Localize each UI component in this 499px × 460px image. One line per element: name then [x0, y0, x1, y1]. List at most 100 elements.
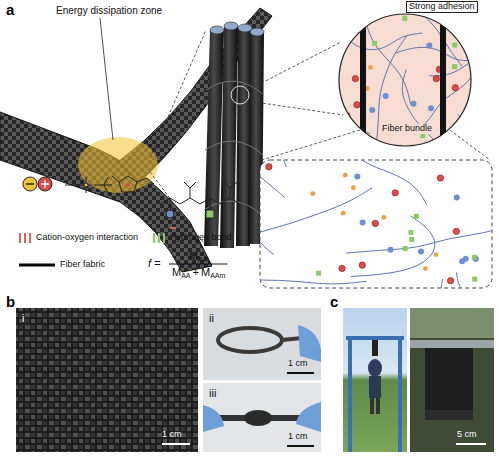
figure-part: [472, 255, 477, 260]
fiber-line: [19, 263, 55, 266]
network-marker: [414, 214, 419, 219]
figure-part: [352, 133, 357, 138]
figure-part: [296, 402, 321, 432]
network-marker: [388, 247, 394, 253]
network-marker: [381, 215, 386, 220]
figure-part: [398, 338, 402, 452]
figure-part: [372, 340, 378, 356]
figure-part: [248, 42, 341, 90]
swatch-bar: [153, 233, 155, 243]
panel-letter: b: [6, 294, 15, 311]
swatch-bar: [19, 233, 21, 243]
figure-part: [287, 372, 314, 374]
figure-part: [372, 41, 377, 46]
polymer-chain: [260, 160, 285, 198]
figure-part: [388, 247, 394, 253]
legend-text: Cation-oxygen interaction: [36, 233, 138, 243]
figure-part: [190, 188, 191, 198]
polymer-chain: [346, 224, 492, 253]
network-marker: [472, 255, 477, 260]
polymer-chain: [396, 47, 497, 60]
figure-part: [383, 93, 389, 99]
figure-part: [250, 28, 264, 36]
network-marker: [369, 107, 375, 113]
swatch-bar: [29, 233, 31, 243]
figure-part: [231, 86, 249, 104]
formula-term: M: [172, 266, 181, 278]
network-marker: [447, 277, 453, 283]
figure-part: [206, 210, 214, 218]
legend-entry: Cation-oxygen interaction: [18, 232, 138, 244]
figure-part: [360, 10, 446, 150]
figure-part: [86, 187, 87, 193]
figure-part: [368, 65, 373, 70]
figure-part: [220, 26, 238, 248]
figure-part: [150, 30, 206, 158]
figure-part: [346, 336, 404, 340]
figure-part: [84, 183, 88, 187]
polymer-chain: [260, 280, 367, 288]
figure-part: [104, 185, 112, 186]
part-label: Fiber bundle: [380, 124, 434, 134]
polymer-chain: [458, 108, 499, 142]
panel-letter: a: [6, 2, 14, 19]
figure-part: [170, 227, 176, 229]
figure-part: [410, 101, 416, 107]
figure-part: [456, 443, 486, 445]
network-marker: [352, 75, 358, 81]
formula-subscript: AA: [181, 272, 190, 280]
photo-b-ii: [203, 308, 321, 380]
figure-part: [104, 177, 108, 185]
legend-entry: Hydrogen bond: [152, 232, 232, 244]
fabric-illustration: [0, 8, 272, 272]
figure-part: [368, 359, 382, 377]
scale-label: 1 cm: [288, 359, 308, 369]
polymer-chain: [429, 53, 499, 76]
figure-part: [26, 183, 34, 185]
figure-part: [402, 16, 407, 21]
polymer-chain: [415, 53, 481, 135]
figure-part: [339, 14, 471, 146]
network-marker: [368, 65, 373, 70]
figure-part: [94, 185, 104, 186]
figure-part: [126, 183, 130, 187]
network-marker: [418, 249, 424, 255]
network-marker: [354, 174, 360, 180]
figure-part: [230, 182, 237, 188]
figure-part: [147, 178, 154, 184]
network-marker: [372, 41, 377, 46]
scale-label: 5 cm: [457, 430, 477, 440]
figure-part: [339, 14, 471, 146]
figure-part: [410, 308, 494, 452]
figure-part: [203, 405, 224, 432]
figure-part: [260, 160, 492, 288]
figure-part: [119, 176, 137, 192]
network-marker: [310, 191, 315, 196]
figure-part: [420, 133, 425, 138]
network-marker: [361, 139, 367, 145]
figure-part: [452, 43, 457, 48]
network-marker: [352, 133, 357, 138]
figure-part: [370, 398, 374, 414]
network-marker: [437, 175, 443, 181]
figure-part: [425, 410, 473, 420]
figure-part: [452, 64, 457, 69]
sub-panel-label: ii: [209, 312, 214, 324]
swatch-bar: [163, 233, 165, 243]
formula-term: M: [189, 250, 198, 262]
figure-part: [287, 445, 314, 447]
network-marker: [434, 252, 439, 257]
figure-part: [244, 410, 272, 426]
network-marker: [459, 258, 465, 264]
polymer-chain: [355, 160, 427, 205]
network-marker: [316, 271, 321, 276]
figure-part: [44, 180, 46, 188]
figure-part: [369, 107, 375, 113]
network-marker: [372, 220, 378, 226]
figure-part: [433, 75, 439, 81]
figure-part: [170, 198, 171, 210]
figure-part: [210, 198, 211, 210]
figure-part: [403, 246, 408, 251]
figure-part: [260, 160, 492, 288]
